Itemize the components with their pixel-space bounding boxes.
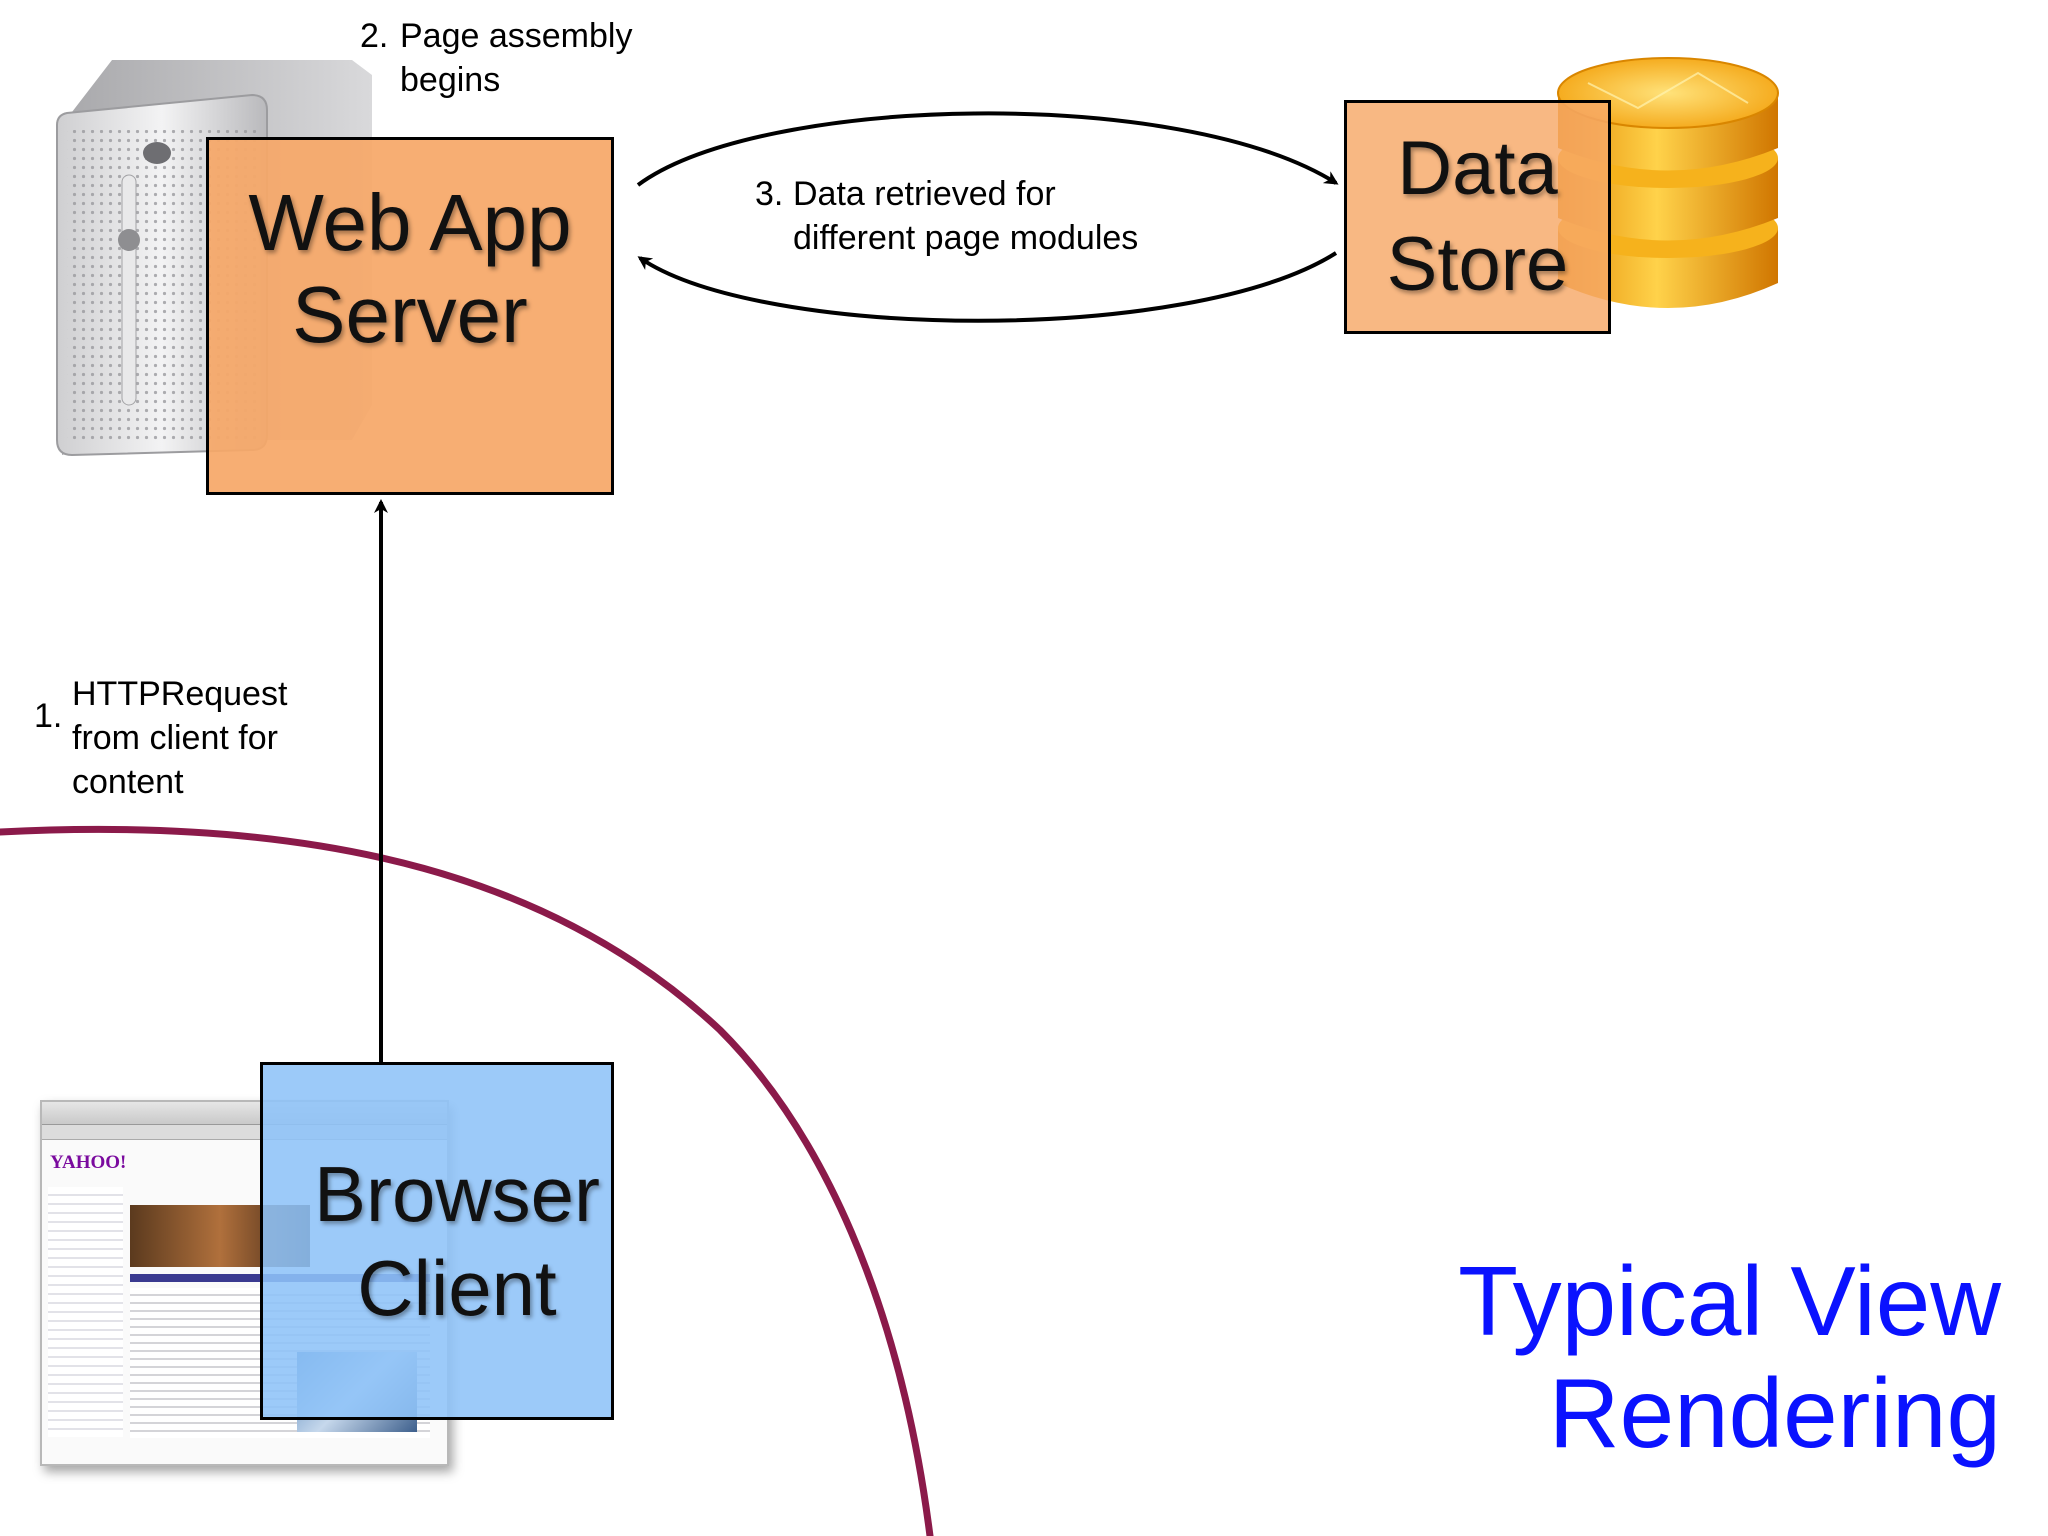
- step-1-line-3: content: [72, 763, 184, 801]
- data-label-line-2: Store: [1386, 222, 1569, 307]
- step-1-line-2: from client for: [72, 719, 278, 757]
- step-2-line-1: Page assembly: [400, 17, 633, 55]
- title-line-2: Rendering: [1548, 1358, 2001, 1468]
- response-arrow: [637, 251, 1338, 323]
- step-3-number: 3.: [755, 175, 784, 213]
- client-boundary-curve: [0, 825, 934, 1536]
- query-arrow: [636, 111, 1339, 187]
- step-3-line-2: different page modules: [793, 219, 1139, 257]
- yahoo-logo: YAHOO!: [50, 1152, 127, 1173]
- web-app-server-label: Web App Server: [248, 177, 571, 361]
- data-store-box: Data Store: [1344, 100, 1611, 334]
- browser-client-label: Browser Client: [314, 1147, 600, 1335]
- title-line-1: Typical View: [1458, 1246, 2001, 1356]
- step-2-number: 2.: [360, 17, 389, 55]
- step-2-line-2: begins: [400, 61, 501, 99]
- step-3-line-1: Data retrieved for: [793, 175, 1056, 213]
- thumbnail-sidebar: [48, 1187, 123, 1437]
- browser-client-box: Browser Client: [260, 1062, 614, 1420]
- slide-title: Typical View Rendering: [1458, 1245, 2001, 1469]
- browser-label-line-1: Browser: [313, 1150, 601, 1238]
- web-app-server-box: Web App Server: [206, 137, 614, 495]
- data-label-line-1: Data: [1397, 126, 1558, 211]
- server-label-line-1: Web App: [248, 177, 572, 267]
- data-store-label: Data Store: [1387, 121, 1569, 313]
- browser-label-line-2: Client: [357, 1244, 557, 1332]
- database-cylinder-icon: [1557, 57, 1779, 308]
- step-1-line-1: HTTPRequest: [72, 675, 288, 713]
- server-label-line-2: Server: [292, 269, 528, 359]
- step-1-number: 1.: [34, 697, 63, 735]
